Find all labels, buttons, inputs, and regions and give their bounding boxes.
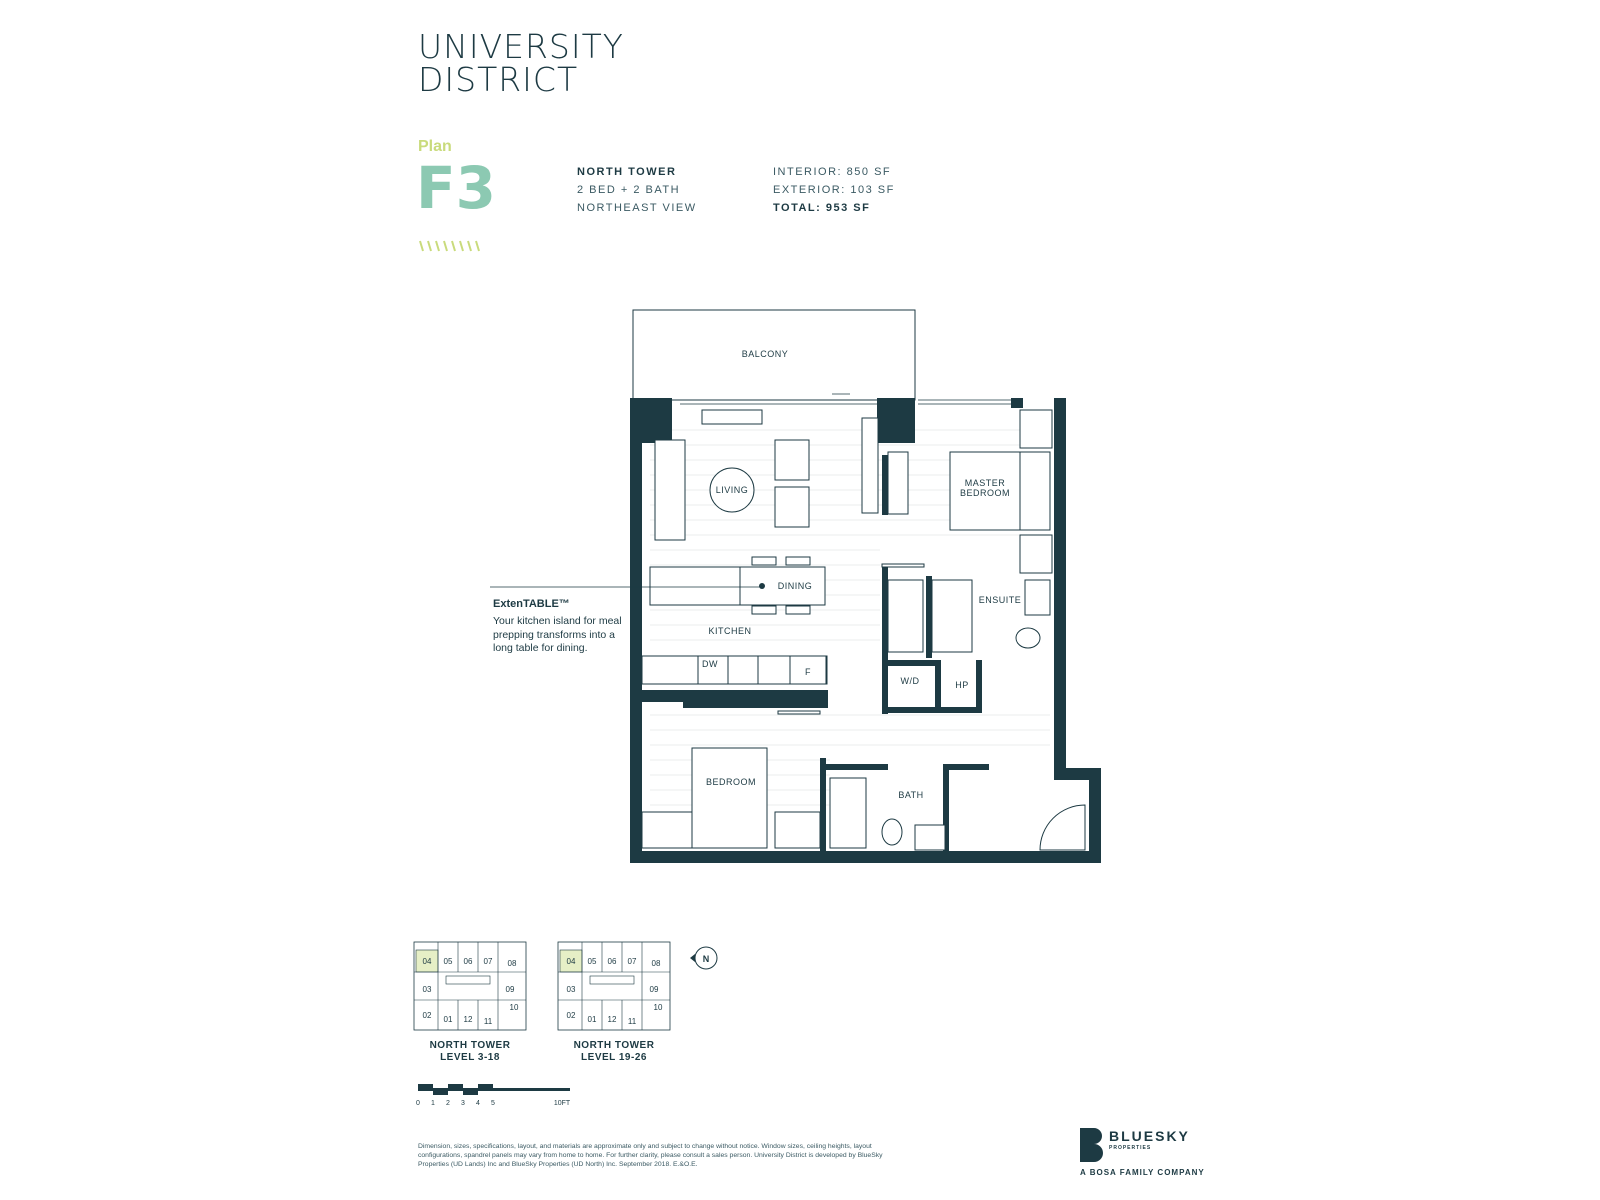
developer-sub: PROPERTIES: [1109, 1145, 1152, 1151]
room-label-bedroom: BEDROOM: [706, 777, 756, 787]
kp1-unit-04: 04: [423, 957, 432, 966]
scale-tick-0: 0: [416, 1100, 420, 1107]
room-label-hp: HP: [955, 680, 969, 690]
kp1-unit-12: 12: [464, 1015, 473, 1024]
scale-tick-2: 2: [446, 1100, 450, 1107]
brand-title-line1: UNIVERSITY: [418, 27, 624, 66]
area-info: INTERIOR: 850 SF EXTERIOR: 103 SF TOTAL:…: [773, 163, 895, 217]
plan-code: F3: [416, 154, 496, 222]
view-label: NORTHEAST VIEW: [577, 202, 697, 214]
walls: [630, 398, 1101, 863]
north-arrow-icon: N: [690, 946, 718, 970]
kp2-unit-05: 05: [588, 957, 597, 966]
scale-tick-3: 3: [461, 1100, 465, 1107]
kp2-unit-10: 10: [654, 1003, 663, 1012]
hatch-decoration: [419, 240, 480, 252]
keyplan-2: 04 05 06 07 08 03 09 10 02 01 12 11: [557, 941, 671, 1031]
keyplan-2-label: NORTH TOWER LEVEL 19-26: [554, 1040, 674, 1064]
room-label-wd: W/D: [901, 676, 920, 686]
total-area: TOTAL: 953 SF: [773, 202, 871, 214]
bluesky-logo-icon: [1080, 1128, 1103, 1162]
kp1-unit-02: 02: [423, 1011, 432, 1020]
kp1-unit-11: 11: [484, 1017, 493, 1026]
kp1-unit-07: 07: [484, 957, 493, 966]
kp2-unit-02: 02: [567, 1011, 576, 1020]
furniture: [641, 409, 1086, 851]
bed-bath: 2 BED + 2 BATH: [577, 184, 681, 196]
room-label-fridge: F: [805, 667, 811, 677]
disclaimer: Dimension, sizes, specifications, layout…: [418, 1143, 883, 1168]
room-label-balcony: BALCONY: [742, 349, 789, 359]
scale-tick-1: 1: [431, 1100, 435, 1107]
room-label-ensuite: ENSUITE: [979, 595, 1022, 605]
scale-tick-end: 10FT: [554, 1100, 571, 1107]
tower-name: NORTH TOWER: [577, 166, 677, 178]
kp2-unit-07: 07: [628, 957, 637, 966]
kp2-unit-01: 01: [588, 1015, 597, 1024]
interior-area: INTERIOR: 850 SF: [773, 166, 892, 178]
kp1-unit-05: 05: [444, 957, 453, 966]
kp2-unit-04: 04: [567, 957, 576, 966]
kp1-unit-08: 08: [508, 959, 517, 968]
room-label-master-1: MASTER: [965, 478, 1006, 488]
room-label-kitchen: KITCHEN: [708, 626, 751, 636]
room-label-living: LIVING: [716, 485, 749, 495]
kp1-unit-01: 01: [444, 1015, 453, 1024]
kp1-unit-10: 10: [510, 1003, 519, 1012]
callout-title: ExtenTABLE™: [493, 598, 570, 610]
scale-tick-4: 4: [476, 1100, 480, 1107]
scale-tick-5: 5: [491, 1100, 495, 1107]
room-label-bath: BATH: [898, 790, 923, 800]
kp2-unit-09: 09: [650, 985, 659, 994]
brand-title-line2: DISTRICT: [418, 60, 579, 99]
keyplan-1-tower: NORTH TOWER: [429, 1040, 511, 1051]
callout-text: Your kitchen island for meal prepping tr…: [493, 615, 622, 654]
keyplan-1-level: LEVEL 3-18: [440, 1052, 500, 1063]
north-label: N: [703, 954, 710, 964]
kp2-unit-06: 06: [608, 957, 617, 966]
developer-tagline: A BOSA FAMILY COMPANY: [1080, 1168, 1205, 1177]
kp1-unit-03: 03: [423, 985, 432, 994]
developer-name: BLUESKY: [1109, 1128, 1190, 1144]
kp2-unit-08: 08: [652, 959, 661, 968]
keyplan-1-label: NORTH TOWER LEVEL 3-18: [410, 1040, 530, 1064]
keyplan-2-tower: NORTH TOWER: [573, 1040, 655, 1051]
exterior-area: EXTERIOR: 103 SF: [773, 184, 895, 196]
plan-label: Plan: [418, 138, 452, 155]
kp2-unit-03: 03: [567, 985, 576, 994]
room-label-dw: DW: [702, 659, 718, 669]
kp2-unit-12: 12: [608, 1015, 617, 1024]
keyplan-1: 04 05 06 07 08 03 09 10 02 01 12 11: [413, 941, 527, 1031]
keyplan-2-level: LEVEL 19-26: [581, 1052, 647, 1063]
scale-bar: 0 1 2 3 4 5 10FT: [416, 1084, 571, 1107]
room-label-dining: DINING: [778, 581, 813, 591]
room-label-master-2: BEDROOM: [960, 488, 1010, 498]
kp2-unit-11: 11: [628, 1017, 637, 1026]
kp1-unit-09: 09: [506, 985, 515, 994]
unit-info: NORTH TOWER 2 BED + 2 BATH NORTHEAST VIE…: [577, 163, 697, 217]
kp1-unit-06: 06: [464, 957, 473, 966]
